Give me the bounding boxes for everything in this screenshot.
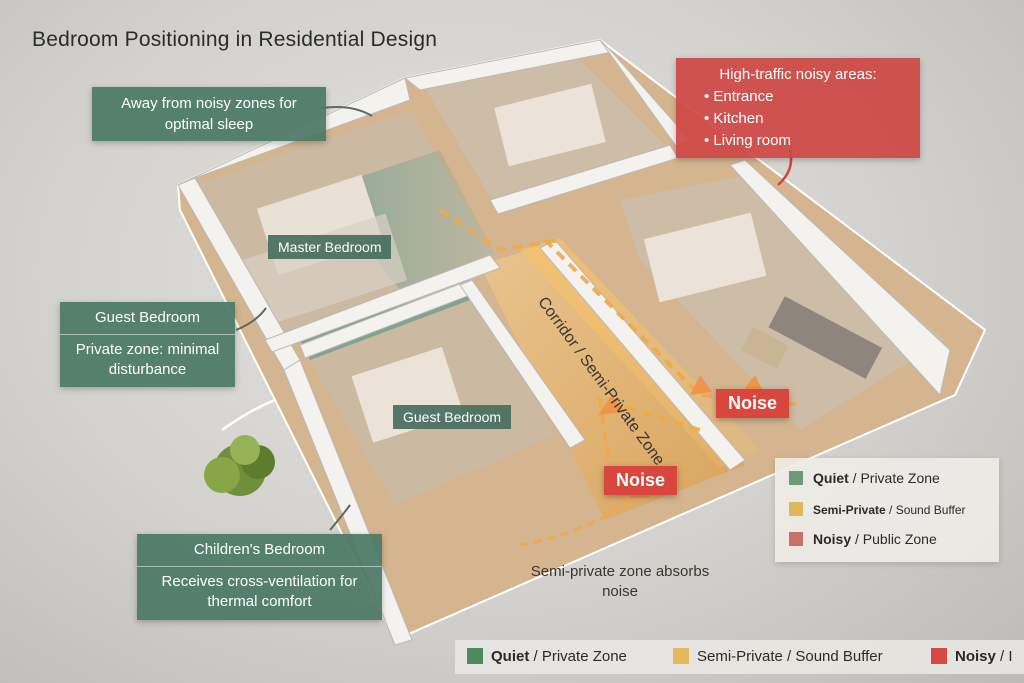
arrow-head-1 (598, 395, 625, 415)
callout-guest-bedroom: Guest Bedroom Private zone: minimal dist… (60, 302, 235, 387)
callout-children-bedroom: Children's Bedroom Receives cross-ventil… (137, 534, 382, 620)
right-bed (643, 212, 767, 303)
noisy-header: High-traffic noisy areas: (719, 66, 877, 83)
arrow-noise-to-guest (597, 397, 701, 471)
pointer-children (329, 504, 351, 531)
legend-semi-swatch (789, 502, 803, 516)
children-callout-desc: Receives cross-ventilation for thermal c… (161, 573, 358, 610)
legend-box: Quiet / Private Zone Semi-Private / Soun… (775, 458, 999, 562)
arrow-head-2 (690, 375, 712, 395)
coffee-table (741, 327, 789, 369)
noisy-item-entrance: • Entrance (704, 88, 774, 105)
legend-quiet: Quiet / Private Zone (789, 470, 940, 486)
arrow-semi-private (519, 488, 642, 547)
noisy-item-kitchen: • Kitchen (704, 110, 764, 127)
arrow-corridor-main (543, 238, 801, 407)
callout-away-from-noise: Away from noisy zones for optimal sleep (92, 87, 326, 141)
legend-noisy: Noisy / Public Zone (789, 531, 937, 547)
wall-right-room (729, 159, 951, 397)
wall-guest-right (459, 279, 586, 449)
wall-top-bedroom-bottom (489, 144, 679, 215)
guest-callout-title: Guest Bedroom (60, 302, 235, 335)
bottom-quiet-swatch (467, 648, 483, 664)
children-callout-title: Children's Bedroom (137, 534, 382, 567)
noise-badge-center: Noise (604, 466, 678, 495)
legend-semi: Semi-Private / Sound Buffer (789, 502, 966, 517)
wall-master-bottom (264, 254, 501, 353)
bottom-noisy-swatch (931, 648, 947, 664)
pointer-away (321, 106, 373, 117)
callout-away-text: Away from noisy zones for optimal sleep (121, 95, 297, 133)
noise-badge-right: Noise (716, 389, 790, 418)
pointer-guest (235, 307, 267, 331)
top-bed (494, 83, 606, 167)
callout-noisy-areas: High-traffic noisy areas: • Entrance • K… (676, 58, 920, 158)
room-label-master-bedroom: Master Bedroom (268, 235, 392, 259)
bottom-semi-swatch (673, 648, 689, 664)
guest-callout-desc: Private zone: minimal disturbance (75, 341, 220, 378)
bottom-legend-semi: Semi-Private / Sound Buffer (673, 648, 883, 665)
bottom-legend-bar: Quiet / Private Zone Semi-Private / Soun… (455, 640, 1024, 674)
corridor-floor (480, 245, 745, 520)
legend-quiet-swatch (789, 471, 803, 485)
pointer-children-2 (221, 398, 276, 432)
room-label-guest-bedroom: Guest Bedroom (393, 405, 512, 429)
bottom-legend-quiet: Quiet / Private Zone (467, 648, 627, 665)
bottom-legend-noisy: Noisy / I (931, 648, 1013, 665)
page-title: Bedroom Positioning in Residential Desig… (32, 28, 438, 51)
plant-bush (204, 435, 275, 496)
sofa (768, 296, 883, 379)
legend-noisy-swatch (789, 532, 803, 546)
arrow-corridor-upper (438, 208, 561, 253)
semi-private-note: Semi-private zone absorbs noise (530, 563, 710, 600)
noisy-item-living-room: • Living room (704, 132, 791, 149)
